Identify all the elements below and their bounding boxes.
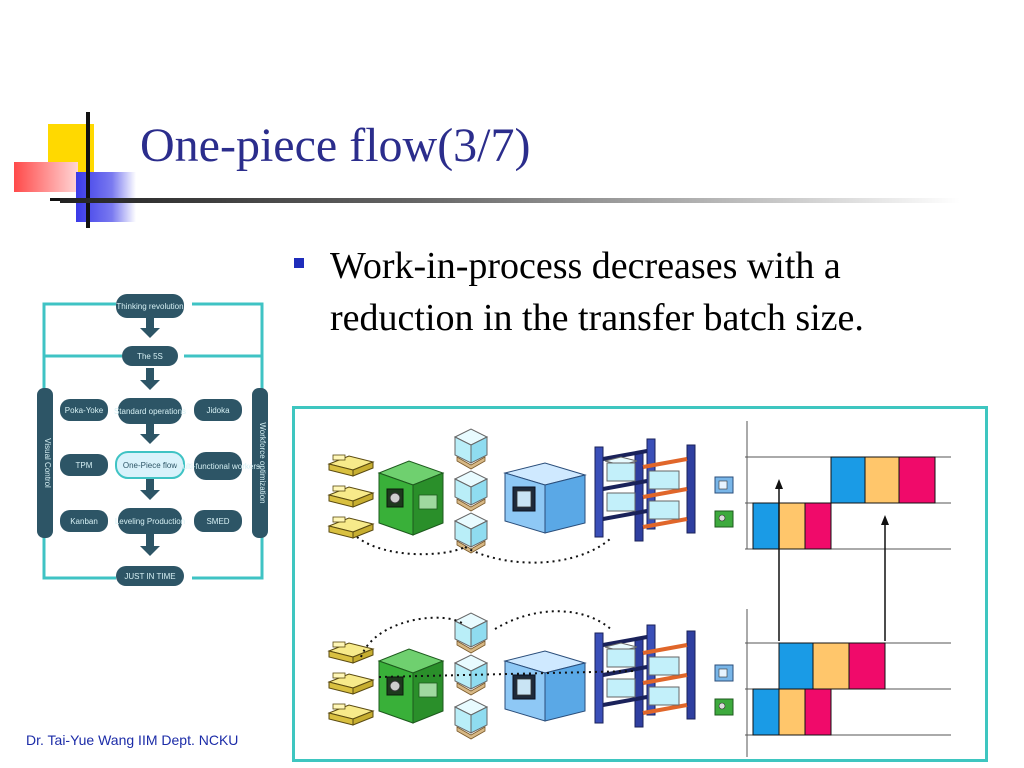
wip-cube [454,512,488,554]
flow-arrow [140,316,160,338]
batch-block-yellow [864,456,900,504]
right-pillar [252,388,268,538]
green-machine [378,648,444,724]
workpiece-pallet [328,641,374,664]
slide-footer: Dr. Tai-Yue Wang IIM Dept. NCKU [26,732,239,748]
top-process-row [328,428,734,564]
batch-block-yellow [778,502,806,550]
node-standard-operations: Standard operations [114,407,186,416]
wip-cube [454,470,488,512]
blue-machine [504,462,586,534]
node-just-in-time: JUST IN TIME [124,572,175,581]
wip-cube [454,612,488,654]
node-5s: The 5S [137,352,163,361]
batch-block-pink [804,502,832,550]
flow-path-dotted [360,616,466,658]
storage-rack [593,437,697,543]
node-thinking-revolution: Thinking revolution [116,302,183,311]
batch-block-yellow [812,642,850,690]
timing-chart [745,421,951,757]
batch-block-blue [752,688,780,736]
title-underline [60,198,960,203]
flow-arrow [140,478,160,500]
bullet-text: Work-in-process decreases with a reducti… [330,245,864,339]
left-pillar [37,388,53,538]
small-blue-machine [714,476,734,494]
flow-arrow [140,368,160,390]
batch-block-pink [898,456,936,504]
blue-machine [504,650,586,722]
batch-block-yellow [778,688,806,736]
bottom-process-row [328,610,734,740]
flow-arrow [140,422,160,444]
logo-vertical-line [86,112,90,228]
node-poka-yoke: Poka-Yoke [65,406,104,415]
left-pillar-label: Visual Control [43,438,52,488]
node-multi-functional-workers: Multi-functional workers [176,462,260,471]
batch-block-blue [830,456,866,504]
flow-path-dotted [464,538,611,564]
small-green-machine [714,510,734,528]
logo-blue-square [76,172,136,222]
node-smed: SMED [206,517,229,526]
workpiece-pallet [328,516,374,539]
node-jidoka: Jidoka [206,406,230,415]
node-kanban: Kanban [70,517,98,526]
bullet-square-icon [294,258,304,268]
wip-illustration-svg [328,421,951,757]
small-green-machine [714,698,734,716]
wip-cube [454,428,488,470]
wip-illustration [292,406,988,762]
workpiece-pallet [328,485,374,508]
flow-arrow [140,534,160,556]
batch-block-blue [752,502,780,550]
batch-block-pink [848,642,886,690]
right-pillar-label: Workforce optimization [258,422,267,503]
workpiece-pallet [328,703,374,726]
node-one-piece-flow: One-Piece flow [123,461,177,470]
slide-logo [14,112,144,232]
workpiece-pallet [328,672,374,695]
batch-block-pink [804,688,832,736]
batch-block-blue [778,642,814,690]
flow-path-dotted [356,536,466,556]
slide-title: One-piece flow(3/7) [140,119,531,172]
lean-house-diagram: Visual Control Workforce optimization Th… [37,294,268,586]
small-blue-machine [714,664,734,682]
workpiece-pallet [328,454,374,477]
logo-red-square [14,162,78,192]
flow-path-dotted [378,670,636,678]
node-leveling-production: Leveling Production [115,517,185,526]
green-machine [378,460,444,536]
flow-path-dotted [494,610,614,632]
storage-rack [593,623,697,729]
node-tpm: TPM [76,461,93,470]
wip-cube [454,698,488,740]
